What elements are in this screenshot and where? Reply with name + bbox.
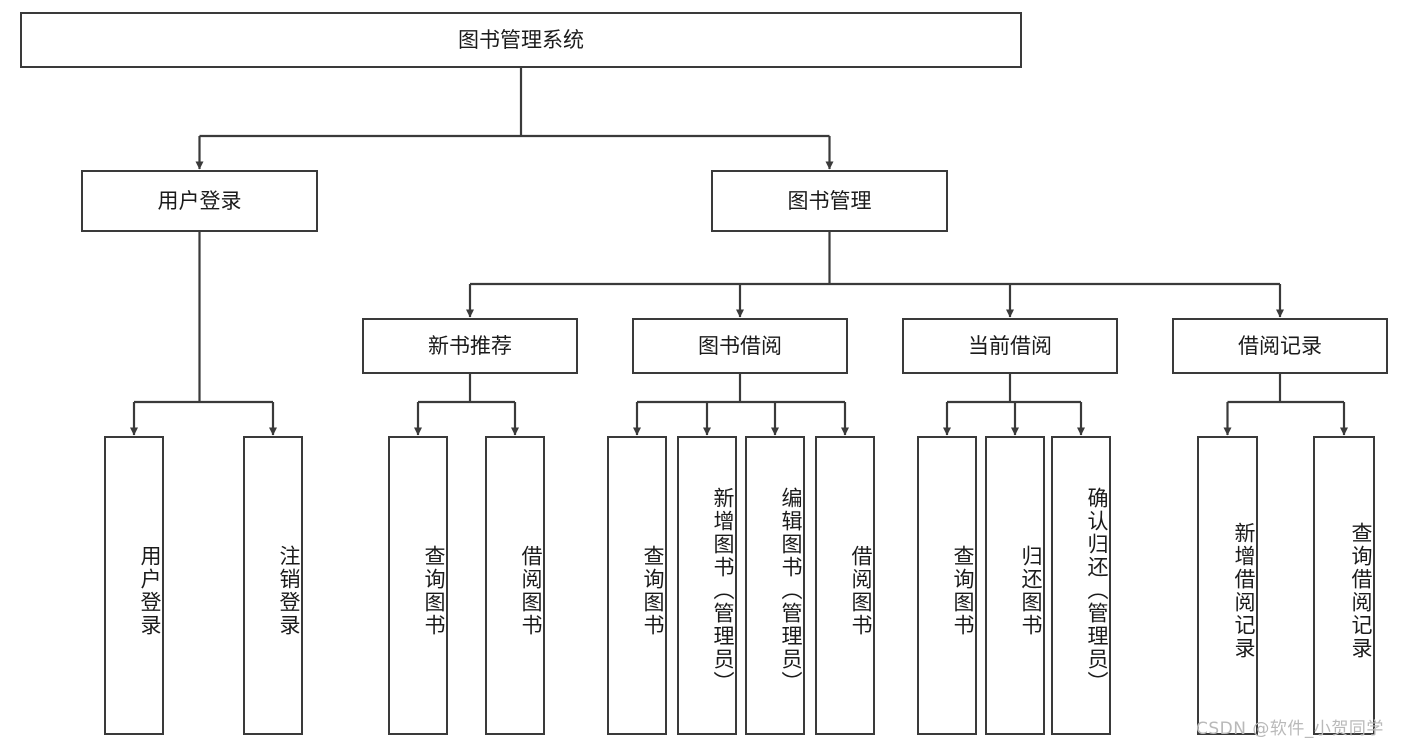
node-label: 确认归还（管理员） (1085, 487, 1109, 694)
csdn-watermark: CSDN @软件_小贺同学 (1196, 719, 1384, 739)
node-leaf-confirm-return[interactable]: 确认归还（管理员） (1051, 436, 1111, 735)
node-label: 新书推荐 (428, 333, 512, 358)
node-leaf-user-login[interactable]: 用户登录 (104, 436, 164, 735)
node-leaf-return-book[interactable]: 归还图书 (985, 436, 1045, 735)
node-book-manage[interactable]: 图书管理 (711, 170, 948, 232)
node-label: 新增图书（管理员） (711, 487, 735, 694)
node-leaf-borrow-book-2[interactable]: 借阅图书 (815, 436, 875, 735)
node-leaf-query-book-2[interactable]: 查询图书 (607, 436, 667, 735)
node-label: 查询图书 (422, 544, 446, 637)
node-label: 图书管理系统 (458, 27, 584, 52)
node-label: 查询图书 (951, 544, 975, 637)
node-leaf-add-book[interactable]: 新增图书（管理员） (677, 436, 737, 735)
node-current-borrow[interactable]: 当前借阅 (902, 318, 1118, 374)
node-label: 用户登录 (157, 188, 242, 213)
node-new-book-rec[interactable]: 新书推荐 (362, 318, 578, 374)
node-leaf-query-record[interactable]: 查询借阅记录 (1313, 436, 1375, 735)
node-label: 编辑图书（管理员） (779, 487, 803, 694)
node-label: 当前借阅 (968, 333, 1052, 358)
node-label: 查询借阅记录 (1349, 521, 1373, 660)
node-label: 借阅图书 (519, 544, 543, 637)
node-leaf-edit-book[interactable]: 编辑图书（管理员） (745, 436, 805, 735)
node-label: 归还图书 (1019, 544, 1043, 637)
node-leaf-add-record[interactable]: 新增借阅记录 (1197, 436, 1258, 735)
node-label: 借阅记录 (1238, 333, 1322, 358)
node-book-borrow[interactable]: 图书借阅 (632, 318, 848, 374)
node-borrow-record[interactable]: 借阅记录 (1172, 318, 1388, 374)
node-leaf-query-book-1[interactable]: 查询图书 (388, 436, 448, 735)
node-user-login[interactable]: 用户登录 (81, 170, 318, 232)
node-leaf-borrow-book-1[interactable]: 借阅图书 (485, 436, 545, 735)
node-label: 图书借阅 (698, 333, 782, 358)
node-label: 新增借阅记录 (1232, 521, 1256, 660)
node-label: 查询图书 (641, 544, 665, 637)
node-leaf-logout[interactable]: 注销登录 (243, 436, 303, 735)
node-label: 用户登录 (138, 544, 162, 637)
node-label: 借阅图书 (849, 544, 873, 637)
node-label: 图书管理 (787, 188, 872, 213)
node-root[interactable]: 图书管理系统 (20, 12, 1022, 68)
node-label: 注销登录 (277, 544, 301, 637)
node-leaf-query-book-3[interactable]: 查询图书 (917, 436, 977, 735)
